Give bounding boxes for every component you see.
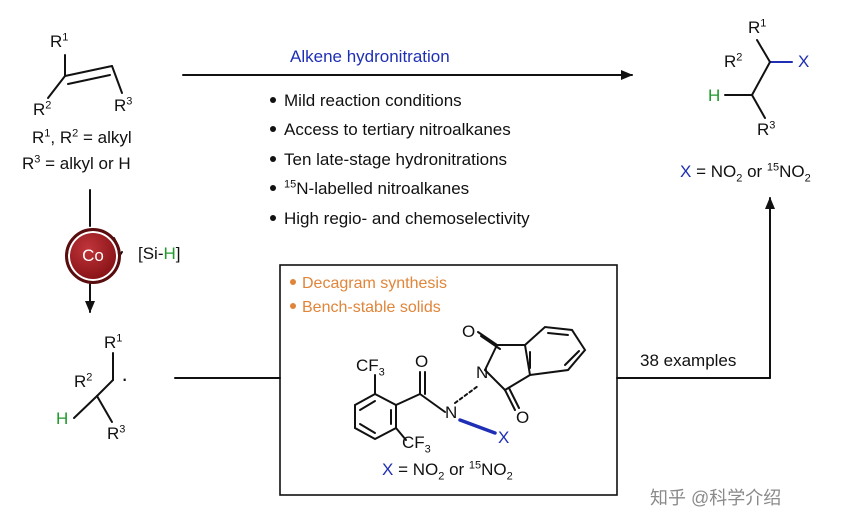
radical-dot: ·: [121, 366, 129, 391]
cobalt-catalyst: Co: [65, 228, 121, 284]
reagent-cf3-top: CF3: [356, 356, 385, 379]
imide-n-c-bottom: [484, 369, 506, 391]
reagent-imide-o-bottom: O: [516, 408, 530, 427]
substrate-r2-label: R2: [33, 99, 52, 119]
product-r2-label: R2: [724, 51, 743, 71]
radical-r3-bond: [96, 395, 113, 423]
radical-r2-label: R2: [74, 371, 93, 391]
product-x-label: X: [798, 52, 810, 71]
n-x-wedge-bond: [458, 418, 497, 435]
product-chain-bond: [751, 61, 771, 96]
substrate-r3-bond: [111, 65, 123, 94]
silane-reagent: [Si-H]: [138, 244, 181, 263]
radical-r3-label: R3: [107, 423, 126, 443]
reagent-x-definition: X = NO2 or 15NO2: [382, 459, 513, 483]
radical-h-bond: [73, 395, 98, 419]
imide-benzo-double-2: [564, 350, 580, 366]
reagent-note-1: Decagram synthesis: [290, 274, 447, 293]
substrate-double-bond: [64, 65, 113, 77]
product-r3-label: R3: [757, 119, 776, 139]
reagent-carbonyl-o: O: [415, 352, 429, 371]
substrate-double-bond-inner: [67, 74, 111, 85]
substrate-definition-2: R3 = alkyl or H: [22, 153, 131, 173]
reagent-imide-o-top: O: [462, 322, 476, 341]
n-n-hashed-bond: [454, 385, 479, 404]
imide-fuse-bottom: [504, 374, 531, 391]
substrate-r3-label: R3: [114, 95, 133, 115]
aryl-ring-double-3: [359, 423, 376, 434]
product-r3-bond: [751, 94, 766, 119]
reagent-imide-n: N: [476, 363, 489, 382]
imide-c-o-top: [477, 331, 498, 346]
imide-benzo-ring: [523, 325, 587, 377]
substrate-definition-1: R1, R2 = alkyl: [32, 127, 132, 147]
feature-3: Ten late-stage hydronitrations: [270, 150, 507, 170]
product-r1-bond: [756, 39, 771, 63]
feature-1: Mild reaction conditions: [270, 91, 462, 111]
reagent-note-2: Bench-stable solids: [290, 298, 441, 317]
reagent-amide-n: N: [445, 403, 458, 422]
reaction-title: Alkene hydronitration: [290, 47, 450, 66]
imide-c-o-bottom: [504, 389, 516, 411]
product-h-label: H: [708, 86, 721, 105]
aryl-carbonyl-bond: [395, 393, 421, 406]
feature-4: 15N-labelled nitroalkanes: [270, 179, 469, 199]
aryl-ring-double-1: [359, 400, 376, 411]
aryl-cf3-bottom-bond: [395, 427, 407, 441]
product-x-definition: X = NO2 or 15NO2: [680, 161, 811, 185]
feature-5: High regio- and chemoselectivity: [270, 209, 530, 229]
examples-label: 38 examples: [640, 351, 737, 370]
reagent-x-label: X: [498, 428, 510, 447]
imide-n-c-top: [484, 344, 498, 371]
product-r1-label: R1: [748, 17, 767, 37]
watermark: 知乎 @科学介绍: [650, 488, 782, 508]
carbonyl-n-bond: [419, 393, 446, 413]
feature-2: Access to tertiary nitroalkanes: [270, 120, 511, 140]
imide-benzo-double-1: [547, 332, 569, 336]
reagent-cf3-bottom: CF3: [402, 433, 431, 456]
imide-c-o-bottom-double: [508, 387, 520, 409]
substrate-r1-label: R1: [50, 31, 69, 51]
radical-r1-label: R1: [104, 332, 123, 352]
imide-c-o-top-double: [480, 335, 501, 350]
radical-ch-bond: [96, 379, 114, 397]
substrate-r2-bond: [47, 75, 66, 99]
radical-h-label: H: [56, 409, 69, 428]
reagent-box: [279, 264, 618, 496]
